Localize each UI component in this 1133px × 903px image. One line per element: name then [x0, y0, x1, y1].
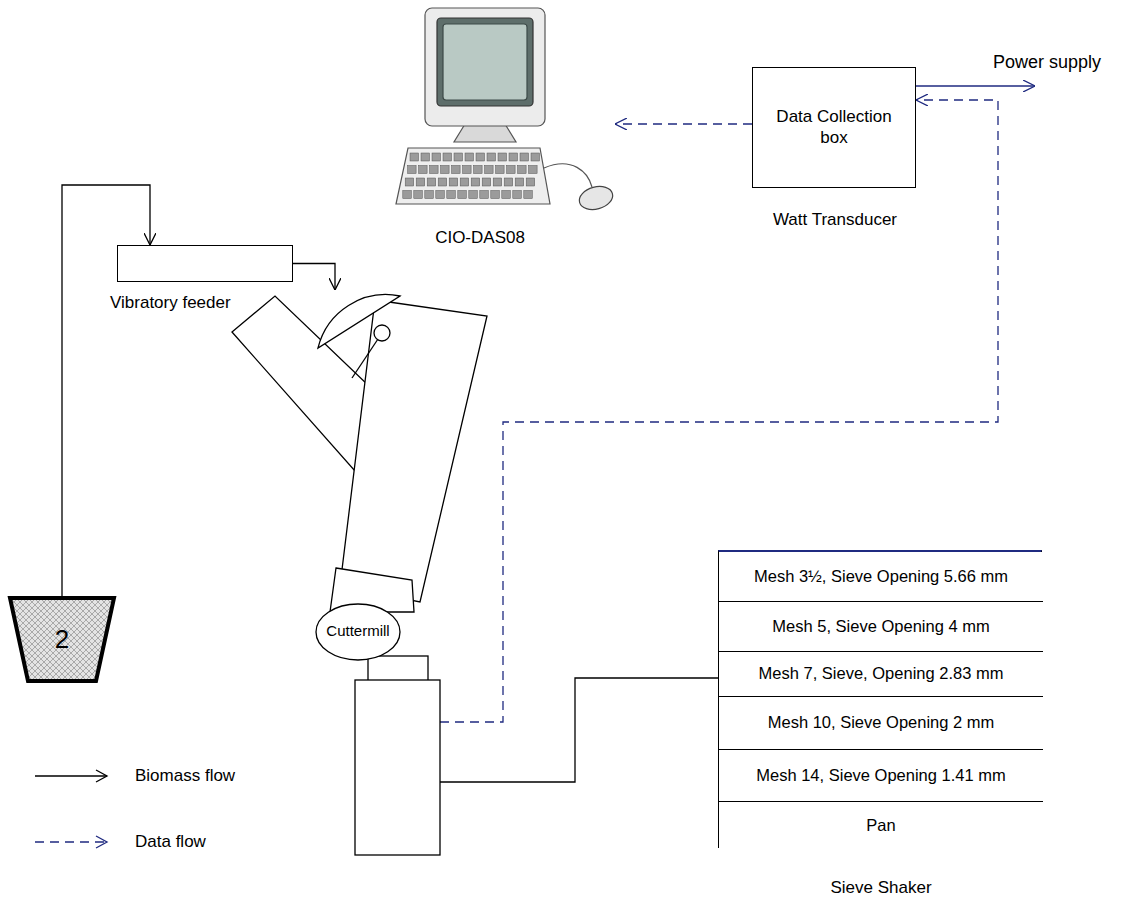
vibratory-feeder: Vibratory feeder: [117, 245, 293, 282]
node-caption: Watt Transducer: [773, 210, 897, 230]
motor-base: [355, 680, 440, 855]
text-holder: Mesh 10, Sieve Opening 2 mm: [719, 697, 1043, 749]
monitor-stand: [454, 124, 516, 142]
text-holder: Pan: [719, 802, 1043, 850]
text-holder: Mesh 14, Sieve Opening 1.41 mm: [719, 750, 1043, 801]
feed-bin: 2: [8, 596, 116, 683]
computer-outline: [395, 2, 615, 257]
mouse-cable: [544, 164, 592, 187]
node-text: 2: [55, 624, 69, 655]
flap-pivot: [374, 325, 390, 341]
biomass-flow-legend: Biomass flow: [33, 766, 235, 786]
text-holder: Mesh 7, Sieve, Opening 2.83 mm: [719, 652, 1043, 696]
text-holder: 2: [8, 596, 116, 683]
sieve-tray: Mesh 14, Sieve Opening 1.41 mm: [719, 750, 1043, 802]
sieve-shaker: Sieve ShakerMesh 3½, Sieve Opening 5.66 …: [718, 550, 1042, 848]
cutter-housing: [316, 604, 400, 660]
legend-text: Biomass flow: [135, 766, 235, 786]
biomass-flow-connector: [293, 264, 335, 291]
node-label: Vibratory feeder: [110, 293, 231, 313]
computer-illustration: CIO-DAS08: [395, 2, 615, 257]
screen: [443, 24, 527, 100]
bin-outline: [10, 598, 114, 681]
text-holder: Cuttermill: [318, 622, 398, 640]
screen-bezel: [437, 18, 533, 106]
sieve-tray: Mesh 3½, Sieve Opening 5.66 mm: [719, 552, 1043, 602]
power-supply-label: Power supply: [993, 52, 1101, 73]
legend-text: Data flow: [135, 832, 206, 852]
data-flow-connector: [615, 123, 752, 124]
node-text: Pan: [866, 816, 895, 836]
cuttermill: Cuttermill: [225, 290, 495, 860]
data-flow-legend: Data flow: [33, 832, 206, 852]
node-label: CIO-DAS08: [435, 228, 525, 248]
sieve-tray: Mesh 10, Sieve Opening 2 mm: [719, 697, 1043, 750]
solid-arrow-sample: [33, 766, 113, 786]
text-holder: CIO-DAS08: [395, 228, 565, 248]
sieve-tray: Mesh 7, Sieve, Opening 2.83 mm: [719, 652, 1043, 697]
pan-tray: Pan: [719, 802, 1043, 850]
mill-column: [340, 300, 487, 602]
node-text: Mesh 3½, Sieve Opening 5.66 mm: [754, 567, 1008, 587]
mouse: [577, 183, 616, 213]
node-label: Cuttermill: [326, 622, 389, 640]
data-collection-box: Data Collection boxWatt Transducer: [752, 67, 916, 188]
node-text: Mesh 5, Sieve Opening 4 mm: [772, 617, 989, 637]
node-text: Mesh 10, Sieve Opening 2 mm: [768, 713, 995, 733]
hopper-flap: [318, 295, 400, 348]
text-holder: Watt Transducer: [733, 210, 937, 230]
power-supply-line: [916, 85, 1035, 86]
node-text: Mesh 14, Sieve Opening 1.41 mm: [756, 766, 1005, 786]
node-text: Mesh 7, Sieve, Opening 2.83 mm: [759, 664, 1004, 684]
mill-outline: [225, 290, 495, 860]
text-holder: Sieve Shaker: [719, 878, 1043, 898]
sieve-tray: Mesh 5, Sieve Opening 4 mm: [719, 602, 1043, 652]
text-holder: Mesh 3½, Sieve Opening 5.66 mm: [719, 552, 1043, 601]
text-holder: Mesh 5, Sieve Opening 4 mm: [719, 602, 1043, 651]
keyboard: [396, 148, 550, 204]
dashed-arrow-sample: [33, 832, 113, 852]
monitor-case: [425, 8, 545, 126]
mill-neck: [368, 656, 428, 682]
node-label: Sieve Shaker: [830, 878, 931, 898]
keyboard-keys: [403, 153, 540, 199]
text-holder: Data Collection box: [753, 68, 915, 187]
node-text: Data Collection box: [769, 107, 899, 148]
